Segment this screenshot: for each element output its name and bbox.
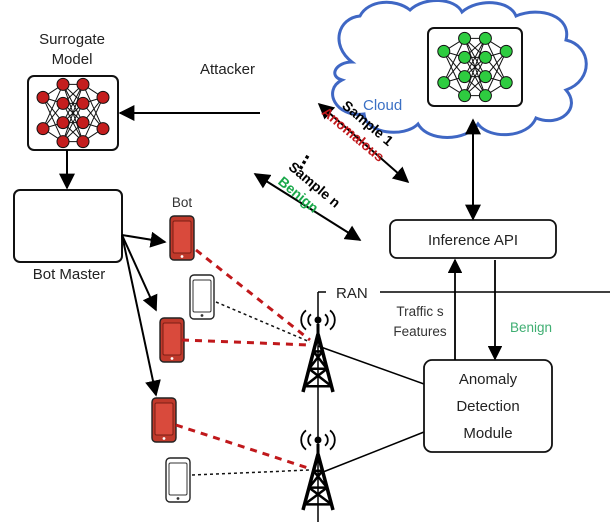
neural-network-icon <box>437 31 513 103</box>
bot-master-label: Bot Master <box>33 266 106 283</box>
bot-master-box <box>13 189 123 263</box>
smartphone-icon <box>159 317 185 363</box>
detector-label-line1: Anomaly <box>459 371 518 388</box>
ran-label: RAN <box>336 285 368 302</box>
query-arrows <box>253 102 410 241</box>
bot-label: Bot <box>172 195 193 210</box>
smartphone-icon <box>151 397 177 443</box>
surrogate-title-line1: Surrogate <box>39 31 105 48</box>
smartphone-icon <box>169 215 195 261</box>
smartphone-icon <box>165 457 191 503</box>
detector-label-line3: Module <box>463 425 512 442</box>
cloud-label: Cloud <box>363 97 402 114</box>
attacker-label: Attacker <box>200 61 255 78</box>
surrogate-title-line2: Model <box>52 51 93 68</box>
inference-api-label: Inference API <box>428 232 518 249</box>
botmaster-command-arrows <box>121 231 167 397</box>
traffic-features-label-line1: Traffic s <box>396 304 444 319</box>
backhaul-links <box>317 345 425 475</box>
radio-links <box>175 248 311 476</box>
detector-label-line2: Detection <box>456 398 519 415</box>
traffic-features-label-line2: Features <box>393 324 447 339</box>
smartphone-icon <box>189 274 215 320</box>
benign-response-label: Benign <box>510 320 552 335</box>
neural-network-icon <box>36 77 110 149</box>
cell-tower-icon <box>300 309 336 393</box>
